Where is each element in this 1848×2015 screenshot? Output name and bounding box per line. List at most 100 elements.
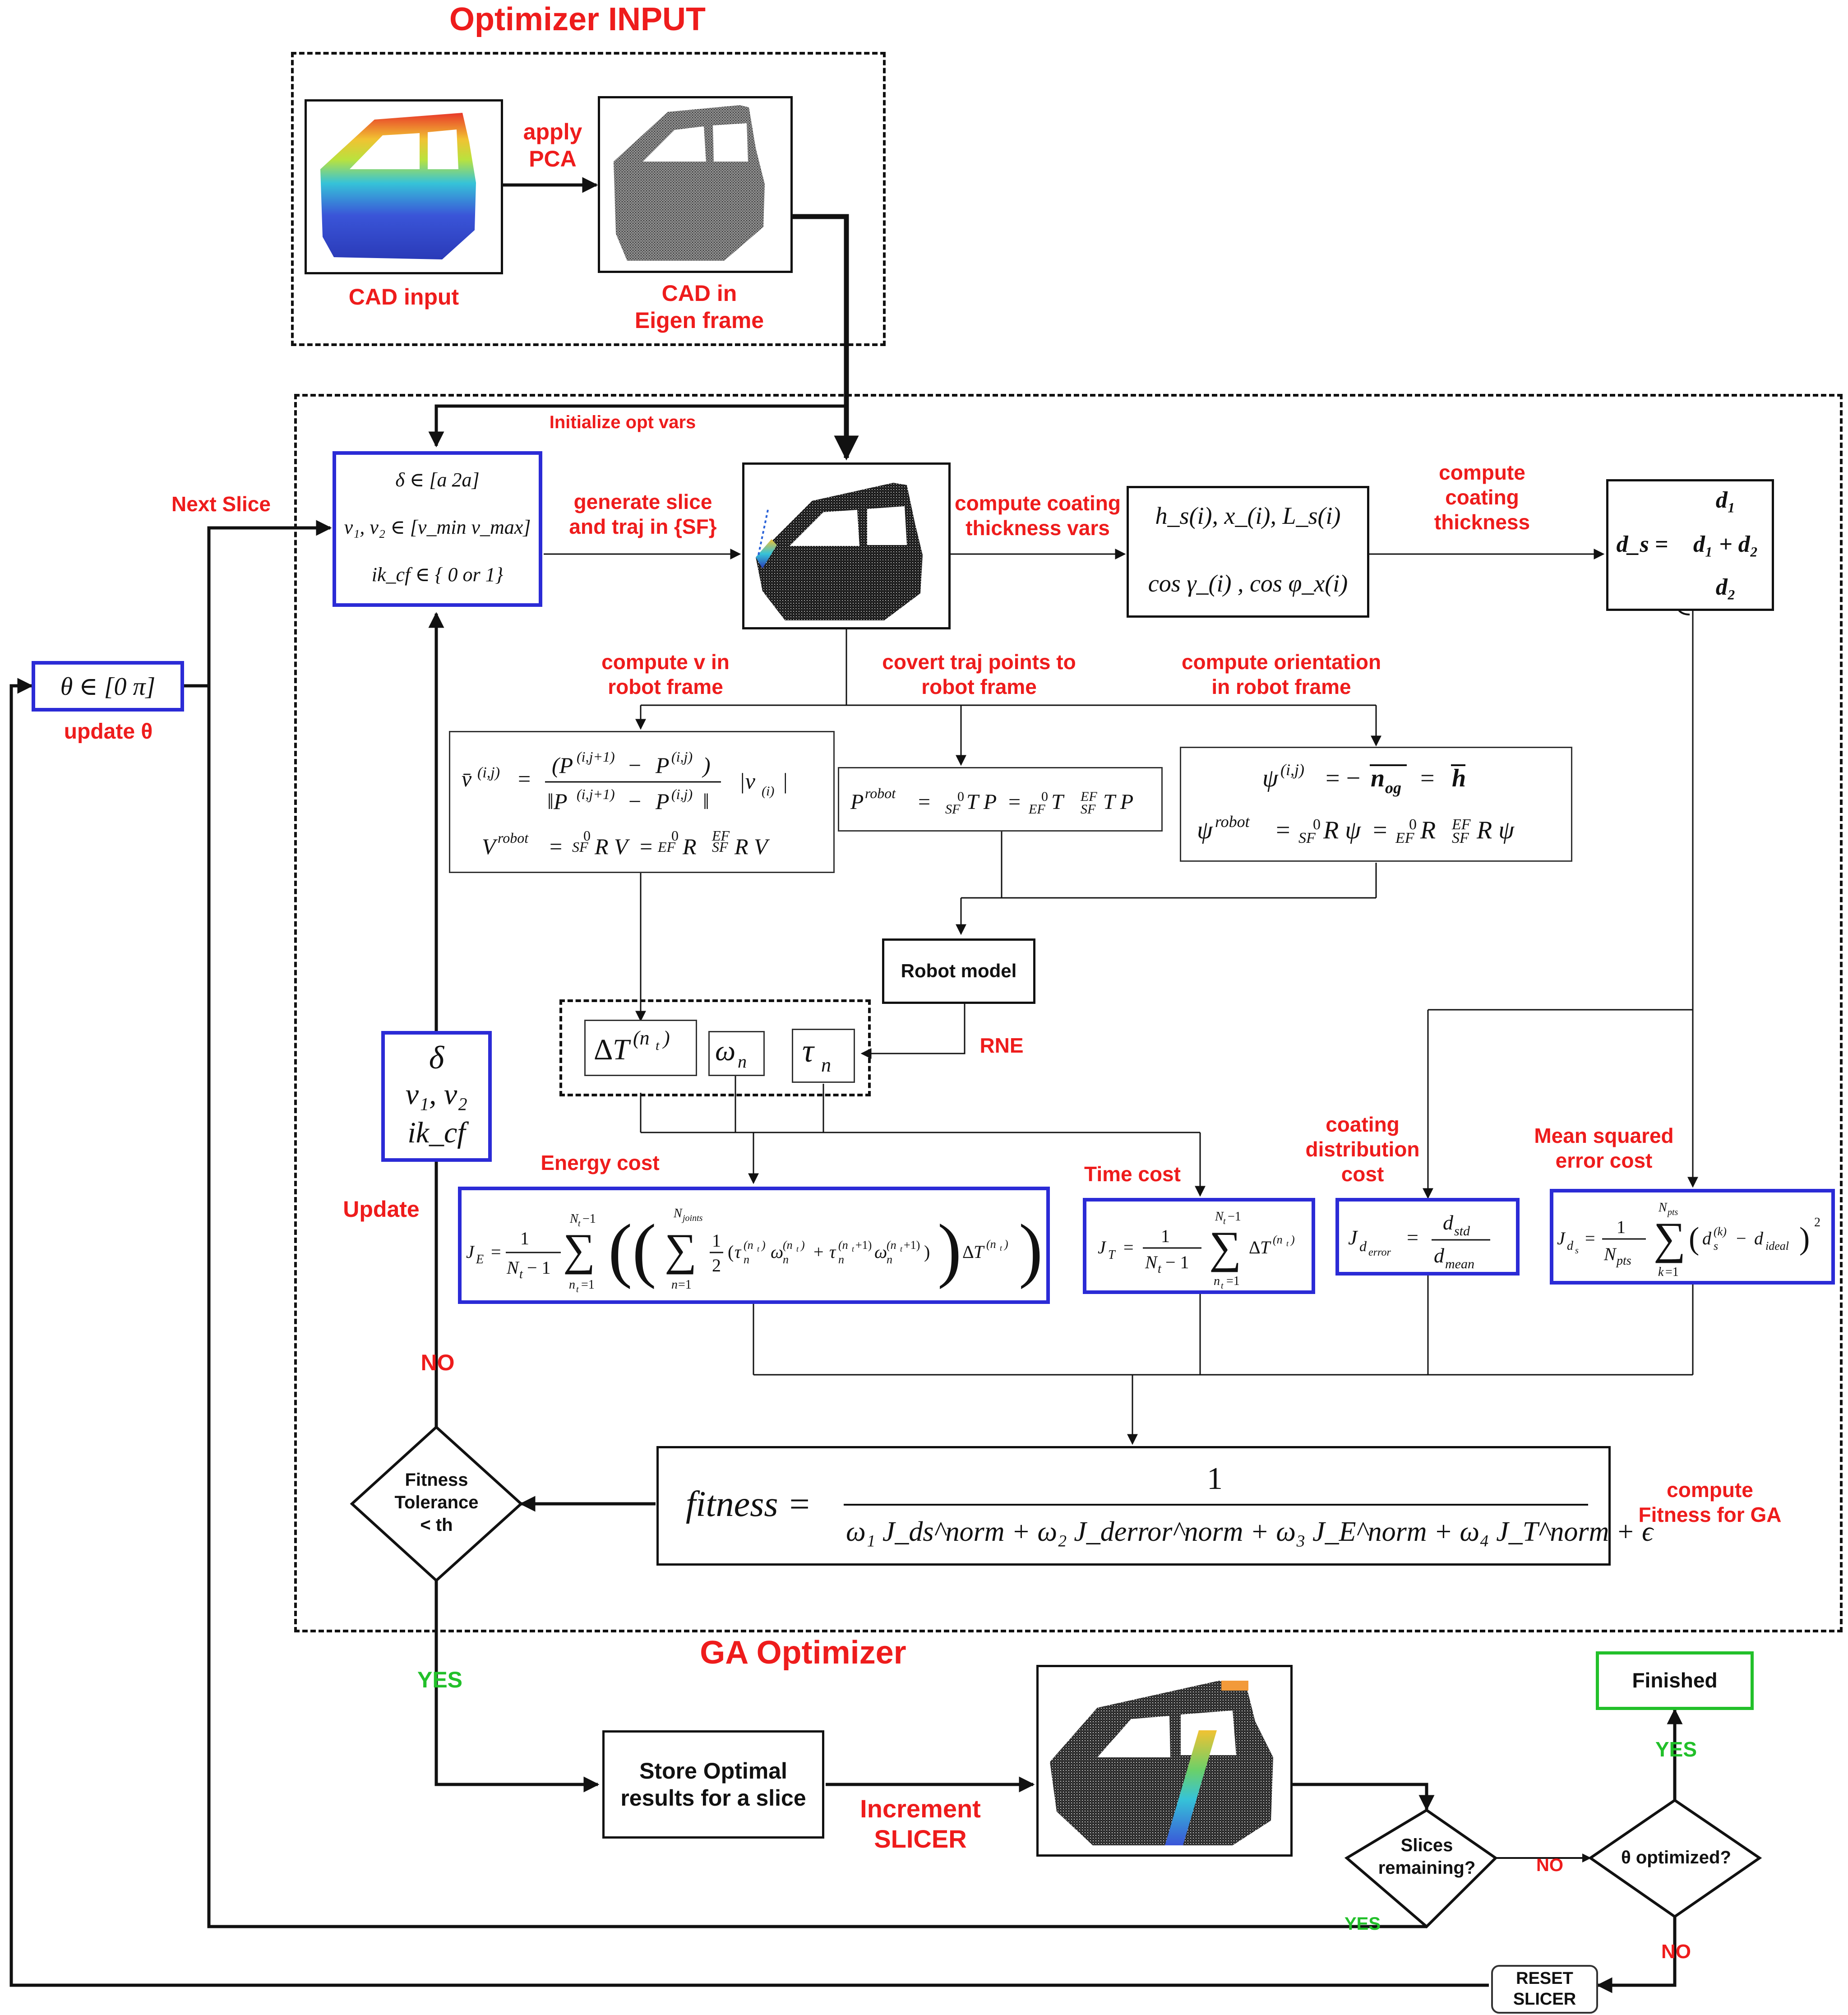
svg-text:ψ: ψ [1197,816,1213,844]
compute-coating-thickness-label: compute coating thickness [1434,461,1530,534]
update-delta: δ [429,1040,444,1076]
ds-case-3: d₂ [1715,574,1736,600]
svg-text:error: error [1368,1247,1391,1258]
svg-text:=1: =1 [1226,1274,1240,1288]
svg-text:EF: EF [657,839,676,855]
svg-text:joints: joints [681,1213,703,1223]
cad-eigen-image [598,96,793,273]
svg-text:pts: pts [1667,1207,1678,1217]
svg-text:SF: SF [572,839,588,855]
svg-text:std: std [1454,1224,1470,1239]
svg-text:∑: ∑ [665,1225,697,1275]
svg-text:R V: R V [734,834,770,859]
svg-text:− 1: − 1 [1165,1252,1189,1272]
svg-text:2: 2 [712,1255,721,1276]
svg-text:|v: |v [739,768,756,794]
robot-model-box: Robot model [882,938,1035,1004]
svg-text:2: 2 [1814,1215,1820,1229]
cad-input-label: CAD input [348,284,459,310]
slicer-to-remaining-arrow [1293,1783,1435,1811]
svg-text:h: h [1452,764,1466,792]
svg-text:(i,j): (i,j) [671,749,693,765]
svg-text:(n: (n [744,1239,753,1252]
compute-fitness-label: compute Fitness for GA [1638,1478,1782,1527]
svg-text:0: 0 [583,827,591,844]
theta-range-eq: θ ∈ [0 π] [60,672,156,701]
update-vars-box: δ v₁, v₂ ik_cf [381,1031,492,1162]
svg-text:n: n [887,1253,892,1266]
svg-text:− 1: − 1 [527,1257,551,1278]
svg-text:(: ( [1689,1221,1699,1256]
svg-text:=: = [1276,816,1290,844]
fitness-label: fitness = [686,1484,811,1524]
svg-text:=: = [1585,1228,1595,1248]
convert-traj-label: covert traj points to robot frame [882,650,1076,699]
svg-text:1: 1 [1161,1226,1170,1246]
svg-text:J: J [1557,1228,1566,1248]
svg-text:−: − [628,753,641,778]
svg-text:ω: ω [771,1242,783,1262]
svg-text:): ) [800,1239,805,1252]
svg-text:=1: =1 [678,1278,692,1292]
svg-text:N: N [506,1257,520,1278]
fitness-box: fitness = 1 ω₁ J_ds^norm + ω₂ J_derror^n… [656,1446,1654,1566]
svg-text:0: 0 [1409,816,1417,833]
velocity-formula: v̄ (i,j) = (P(i,j+1) − P(i,j) ) ‖P(i,j+1… [462,749,788,859]
svg-text:J: J [1348,1226,1358,1249]
svg-text:1: 1 [712,1230,721,1251]
slice-split-line [641,629,1376,706]
svg-text:(i,j+1): (i,j+1) [577,749,615,765]
initialize-label: Initialize opt vars [549,412,696,432]
reset-slicer-box: RESET SLICER [1491,1965,1598,2014]
svg-text:Δ: Δ [962,1242,974,1262]
update-theta-label: update θ [64,720,153,744]
slice-trajectory-image [742,462,951,629]
mse-cost-label: Mean squared error cost [1534,1124,1674,1173]
time-cost-label: Time cost [1084,1162,1181,1186]
theta-optimized-text: θ optimized? [1621,1848,1731,1867]
svg-text:−1: −1 [1228,1210,1241,1224]
slices-yes-label: YES [1344,1914,1381,1934]
input-section-frame [291,52,886,346]
svg-text:0: 0 [1041,789,1048,804]
fitness-formula: fitness = 1 ω₁ J_ds^norm + ω₂ J_derror^n… [686,1461,1654,1547]
svg-text:s: s [1575,1246,1579,1256]
svg-text:τ: τ [829,1242,836,1262]
svg-text:−: − [628,789,641,814]
compute-coating-vars-label: compute coating thickness vars [954,491,1121,540]
svg-text:(n: (n [986,1238,996,1251]
svg-text:R ψ: R ψ [1476,816,1515,844]
svg-text:ideal: ideal [1765,1239,1789,1252]
svg-text:robot: robot [1215,813,1250,831]
svg-text:= −: = − [1326,764,1360,792]
theta-yes-label: YES [1655,1738,1697,1761]
svg-text:t: t [900,1244,903,1253]
opt-vars-box: δ ∈ [a 2a] v₁, v₂ ∈ [v_min v_max] ik_cf … [333,451,542,607]
svg-text:(i): (i) [762,784,774,799]
slicer-image [1036,1665,1293,1857]
svg-text:n: n [821,1054,831,1076]
svg-text:=: = [1373,816,1387,844]
svg-text:∑: ∑ [1654,1213,1686,1263]
svg-text:T P: T P [966,790,997,814]
svg-text:SF: SF [945,802,961,817]
slices-yes-loop [207,686,1427,1928]
svg-text:P: P [655,753,670,778]
ga-optimizer-title: GA Optimizer [700,1635,906,1671]
svg-text:t: t [852,1244,855,1253]
svg-text:n: n [738,1051,747,1072]
svg-text:ω: ω [874,1242,887,1262]
coating-vars-eq-1: h_s(i), x_(i), L_s(i) [1155,502,1341,529]
ds-box: d_s = d₁ d₁ + d₂ d₂ [1606,479,1774,611]
svg-text:R ψ: R ψ [1323,816,1361,844]
